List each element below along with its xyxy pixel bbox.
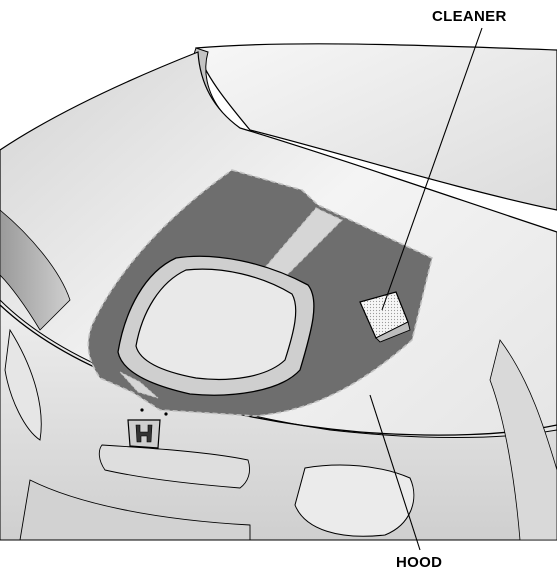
honda-h-emblem-icon xyxy=(127,419,161,449)
windshield xyxy=(195,43,557,211)
cleaner-label: CLEANER xyxy=(432,8,507,25)
cleaner-pad-icon xyxy=(359,291,411,343)
right-fender xyxy=(489,339,557,541)
cleaner-leader-line xyxy=(381,27,483,311)
left-fender xyxy=(0,209,71,331)
bumper-grille xyxy=(19,479,251,541)
headlight-left xyxy=(4,328,42,441)
washer-nozzle xyxy=(164,412,168,416)
hood-front-edge xyxy=(0,304,557,436)
hood-label: HOOD xyxy=(396,554,443,571)
hood-scoop xyxy=(135,268,297,380)
hood-leader-line xyxy=(369,394,421,551)
wrap-lower-gap xyxy=(119,371,159,399)
washer-nozzle xyxy=(140,408,144,412)
license-plate-recess xyxy=(98,444,251,489)
